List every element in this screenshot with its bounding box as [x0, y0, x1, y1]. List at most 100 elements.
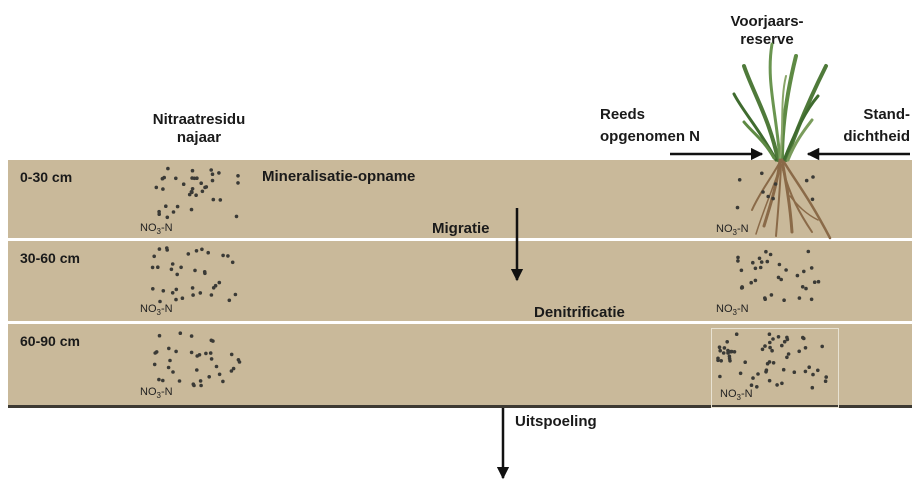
no3-dot	[178, 379, 182, 383]
no3-dot	[161, 379, 165, 383]
no3-dot	[759, 266, 763, 270]
no3-dot	[804, 346, 808, 350]
dots-spring-30-60	[736, 250, 820, 302]
no3-dot	[167, 366, 171, 370]
no3-dot	[738, 178, 742, 182]
no3-dot	[768, 332, 772, 336]
no3-dot	[807, 250, 811, 254]
no3-dot	[768, 379, 772, 383]
no3-dot	[820, 345, 824, 349]
no3-dot	[190, 334, 194, 338]
no3-dot	[740, 269, 744, 273]
no3-dot	[750, 383, 754, 387]
no3-dot	[212, 198, 216, 202]
no3-dots-group	[151, 167, 828, 390]
no3-dot	[211, 172, 215, 176]
no3-dot	[221, 380, 225, 384]
no3-dot	[764, 250, 768, 254]
no3-dot	[770, 349, 774, 353]
no3-dot	[736, 256, 740, 260]
no3-dot	[182, 182, 186, 186]
no3-dot	[782, 298, 786, 302]
no3-dot	[729, 350, 733, 354]
no3-dot	[190, 208, 194, 212]
no3-dot	[816, 369, 820, 373]
no3-dot	[191, 187, 195, 191]
no3-dot	[230, 353, 234, 357]
no3-dot	[207, 375, 211, 379]
no3-dot	[760, 172, 764, 176]
no3-dot	[771, 197, 775, 201]
no3-dot	[766, 362, 770, 366]
no3-dot	[153, 351, 157, 355]
no3-dot	[164, 204, 168, 208]
dots-residue-30-60	[151, 246, 237, 303]
no3-dot	[236, 181, 240, 185]
no3-dot	[210, 293, 214, 297]
no3-dot	[211, 339, 215, 343]
no3-dot	[151, 287, 155, 291]
no3-dot	[171, 262, 175, 266]
no3-dot	[722, 351, 726, 355]
no3-dot	[193, 269, 197, 273]
no3-dot	[804, 287, 808, 291]
no3-dot	[756, 372, 760, 376]
no3-dot	[725, 340, 729, 344]
no3-dot	[187, 252, 191, 256]
no3-dot	[218, 281, 222, 285]
no3-dot	[199, 379, 203, 383]
no3-dot	[718, 345, 722, 349]
no3-dot	[162, 289, 166, 293]
no3-dot	[774, 182, 778, 186]
no3-dot	[211, 179, 215, 183]
no3-dot	[165, 246, 169, 250]
no3-dot	[191, 286, 195, 290]
no3-dot	[824, 379, 828, 383]
dots-residue-60-90	[153, 331, 241, 387]
no3-dot	[754, 279, 758, 283]
no3-dot	[170, 268, 174, 272]
no3-dot	[796, 274, 800, 278]
no3-dot	[236, 174, 240, 178]
no3-dot	[723, 346, 727, 350]
no3-dot	[777, 335, 781, 339]
no3-dot	[221, 254, 225, 258]
dots-residue-0-30	[155, 167, 240, 219]
no3-dot	[751, 261, 755, 265]
no3-dot	[761, 190, 765, 194]
no3-dot	[199, 384, 203, 388]
no3-dot	[237, 358, 241, 362]
no3-dot	[801, 285, 805, 289]
no3-dot	[174, 350, 178, 354]
no3-dot	[167, 347, 171, 351]
no3-dot	[733, 350, 737, 354]
no3-dot	[761, 348, 765, 352]
no3-dot	[203, 272, 207, 276]
no3-dot	[201, 190, 205, 194]
no3-dot	[785, 356, 789, 360]
no3-dot	[716, 357, 720, 361]
no3-dot	[195, 249, 199, 253]
no3-dot	[770, 293, 774, 297]
no3-dot	[218, 373, 222, 377]
no3-dot	[736, 206, 740, 210]
no3-dot	[230, 369, 234, 373]
no3-dot	[200, 248, 204, 252]
no3-dot	[190, 351, 194, 355]
no3-dot	[179, 266, 183, 270]
no3-dot	[743, 360, 747, 364]
no3-dot	[754, 267, 758, 271]
no3-dot	[157, 378, 161, 382]
no3-dot	[811, 386, 815, 390]
no3-dot	[174, 298, 178, 302]
no3-dot	[214, 284, 218, 288]
no3-dot	[195, 368, 199, 372]
no3-dot	[205, 185, 209, 189]
no3-dot	[769, 253, 773, 257]
no3-dot	[780, 382, 784, 386]
no3-dot	[811, 198, 815, 202]
no3-dot	[780, 344, 784, 348]
no3-dot	[811, 175, 815, 179]
no3-dot	[235, 215, 239, 219]
no3-dot	[152, 254, 156, 258]
